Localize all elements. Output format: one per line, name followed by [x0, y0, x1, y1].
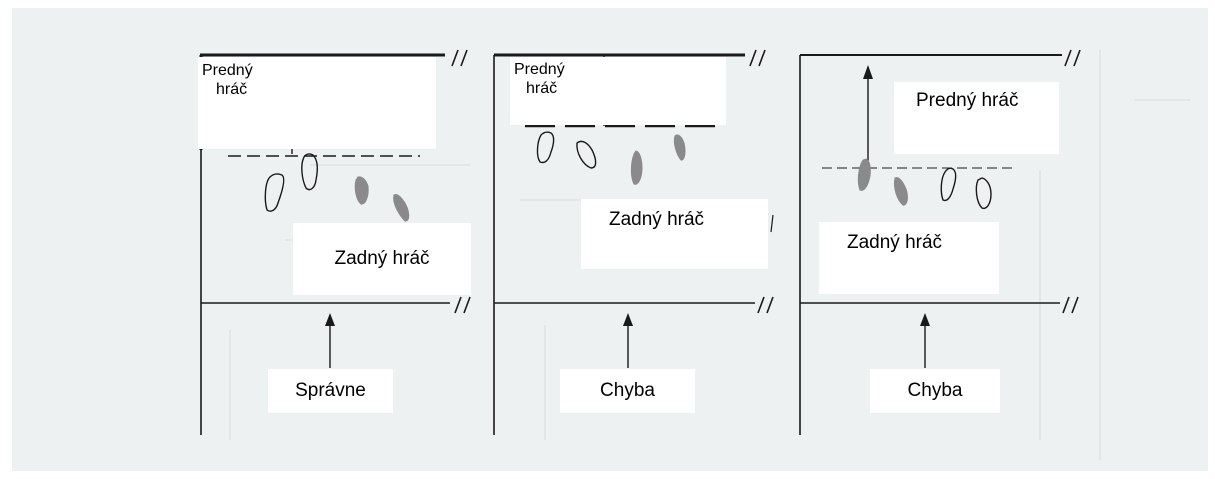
- panel-3-front-arrowhead: [863, 65, 873, 79]
- footprint-outline: [975, 177, 992, 210]
- panel-2-verdict-label: Chyba: [560, 369, 695, 413]
- footprint-shaded: [630, 150, 643, 185]
- panel-3-court: [799, 49, 1081, 435]
- footprint-shaded: [354, 176, 369, 205]
- panel-1-verdict-label: Správne: [268, 369, 393, 413]
- front-label-line-1: Predný: [202, 62, 253, 79]
- footprint-shaded: [894, 177, 908, 206]
- panel-3-top-break-mark: [1064, 49, 1081, 67]
- footprint-outline: [940, 167, 957, 202]
- panel-2-verdict-arrowhead: [623, 313, 633, 326]
- panel-3-back-player-label: Zadný hráč: [819, 222, 999, 294]
- footprint-shaded: [857, 158, 871, 191]
- panel-1-verdict-arrowhead: [325, 313, 335, 326]
- panel-3-verdict-label: Chyba: [870, 369, 1000, 413]
- footprint-outline: [576, 140, 597, 169]
- front-label-line-2: hráč: [216, 81, 248, 98]
- panel-2-mid-break-mark: [757, 296, 774, 314]
- footprint-shaded: [673, 134, 686, 161]
- footprint-outline: [301, 153, 318, 191]
- panel-3-verdict-arrowhead: [920, 313, 930, 326]
- footprint-outline: [264, 173, 285, 212]
- panel-2-top-break-mark: [749, 49, 766, 67]
- panel-2-back-player-label: Zadný hráč: [581, 199, 768, 269]
- panel-3-front-player-label: Predný hráč: [894, 82, 1059, 154]
- panel-2-front-player-label: Predný hráč: [510, 57, 726, 125]
- panel-1-top-break-mark: [451, 49, 468, 67]
- panel-3-mid-break-mark: [1062, 296, 1079, 314]
- front-label-line-2: hráč: [526, 80, 558, 97]
- footprint-outline: [536, 131, 555, 164]
- panel-1-mid-break-mark: [454, 296, 471, 314]
- panel-1-back-player-label: Zadný hráč: [293, 223, 471, 295]
- front-label-line-1: Predný: [514, 61, 565, 78]
- panel-1-front-player-label: Predný hráč: [198, 57, 436, 149]
- footprint-shaded: [393, 194, 410, 222]
- scan-stroke: [770, 214, 774, 233]
